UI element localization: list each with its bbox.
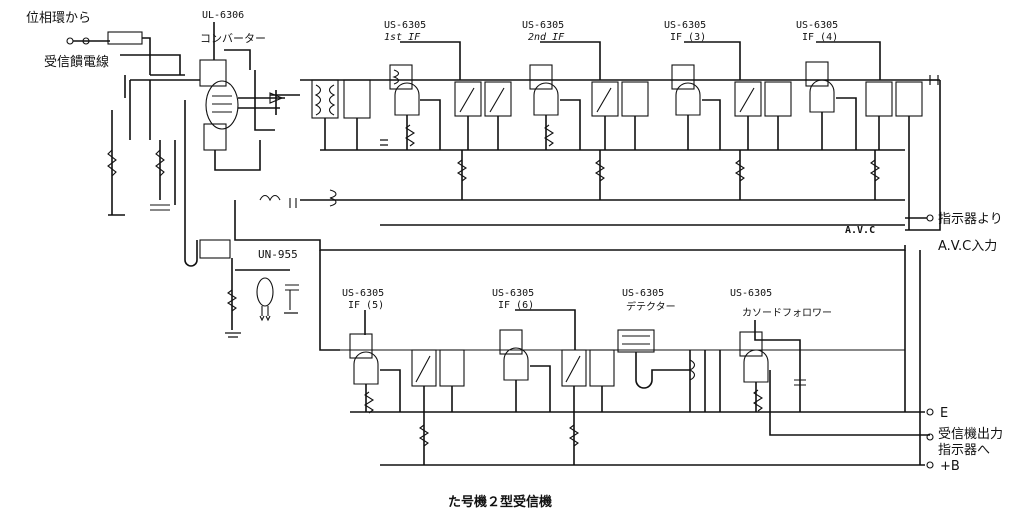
grid-coil (349, 333, 373, 359)
indicator-from-label: 指示器より (938, 212, 1003, 227)
detector-tube (617, 329, 655, 353)
choke-coil (259, 194, 281, 202)
plus-b-terminal (926, 461, 934, 469)
if-stage-1: US-6305 1st IF (311, 20, 461, 207)
if-transformer (343, 79, 371, 119)
earth-terminal (926, 408, 934, 416)
if6-label: IF (6) (498, 300, 534, 311)
grid-coil (671, 64, 695, 90)
grid-coil (499, 329, 523, 355)
det-tube-label: US-6305 (622, 288, 664, 299)
if2-tube-label: US-6305 (522, 20, 564, 31)
output-label-2: 指示器へ (938, 443, 990, 458)
avc-input-label: A.V.C入力 (938, 239, 997, 254)
if-transformer (895, 81, 923, 117)
cf-tube-label: US-6305 (730, 288, 772, 299)
if5-label: IF (5) (348, 300, 384, 311)
figure-caption: た号機２型受信機 (448, 494, 552, 510)
if-transformer (589, 349, 615, 387)
plus-b-label: +B (940, 459, 960, 474)
if-transformer (865, 81, 893, 117)
if1-label: 1st IF (384, 32, 421, 43)
antenna-input: 位相環から 受信饋電線 (26, 11, 200, 216)
if-transformer (439, 349, 465, 387)
if-stage-5: US-6305 IF (5) (342, 288, 465, 465)
resistor (107, 149, 117, 177)
if4-tube-label: US-6305 (796, 20, 838, 31)
osc-tube-label: UN-955 (258, 248, 298, 261)
input-terminal (66, 37, 74, 45)
converter-stage: UL-6306 コンバーター (199, 10, 300, 171)
if-stage-4: US-6305 IF (4) (734, 20, 923, 230)
pentode-tube (394, 82, 420, 116)
if-stage-6: US-6305 IF (6) (492, 288, 615, 465)
output-label: 受信機出力 (938, 427, 1003, 442)
avc-input-terminal (926, 214, 934, 222)
resistor (226, 289, 238, 312)
if-transformer (764, 81, 792, 117)
grid-coil (529, 64, 553, 90)
grid-coil (739, 331, 763, 357)
if3-label: IF (3) (670, 32, 706, 43)
resistor (404, 124, 416, 147)
pentode-tube (533, 82, 559, 116)
output-terminal (926, 433, 934, 441)
pentode-tube (675, 82, 701, 116)
pentode-tube (809, 79, 835, 113)
acorn-tube (256, 277, 274, 307)
grid-coil (805, 61, 829, 87)
converter-tube (205, 80, 239, 130)
avc-bus (300, 79, 941, 231)
choke-coil (329, 189, 337, 207)
resistor (543, 124, 555, 147)
resistor (155, 149, 165, 177)
cathode-follower-label: カソードフォロワー (742, 307, 832, 319)
if-stage-2: US-6305 2nd IF (454, 20, 601, 200)
input-coil (199, 59, 227, 87)
detector-stage: US-6305 デテクター (617, 288, 721, 412)
pentode-tube (353, 351, 379, 385)
feeder-label: 受信饋電線 (44, 54, 109, 70)
detector-label: デテクター (626, 300, 676, 313)
earth-label: E (940, 406, 948, 421)
cathode-follower-stage: US-6305 カソードフォロワー (730, 288, 930, 436)
oscillator-coil (203, 123, 227, 151)
if4-label: IF (4) (802, 32, 838, 43)
phase-ring-label: 位相環から (26, 11, 91, 26)
avc-label: A.V.C (845, 225, 875, 236)
pentode-tube (743, 349, 769, 383)
if5-tube-label: US-6305 (342, 288, 384, 299)
if-stage-3: US-6305 IF (3) (591, 20, 741, 200)
pentode-tube (503, 347, 529, 381)
grid-coil (389, 64, 413, 90)
if6-tube-label: US-6305 (492, 288, 534, 299)
converter-tube-label: UL-6306 (202, 10, 244, 21)
if3-tube-label: US-6305 (664, 20, 706, 31)
if-transformer (621, 81, 649, 117)
ground-symbol (150, 204, 170, 211)
if2-label: 2nd IF (528, 32, 565, 43)
oscillator-stage: UN-955 (184, 100, 906, 351)
oscillator-coil (199, 239, 231, 259)
coax-connector (107, 31, 143, 45)
converter-label: コンバーター (200, 32, 266, 45)
if-transformer (311, 79, 339, 119)
if1-tube-label: US-6305 (384, 20, 426, 31)
